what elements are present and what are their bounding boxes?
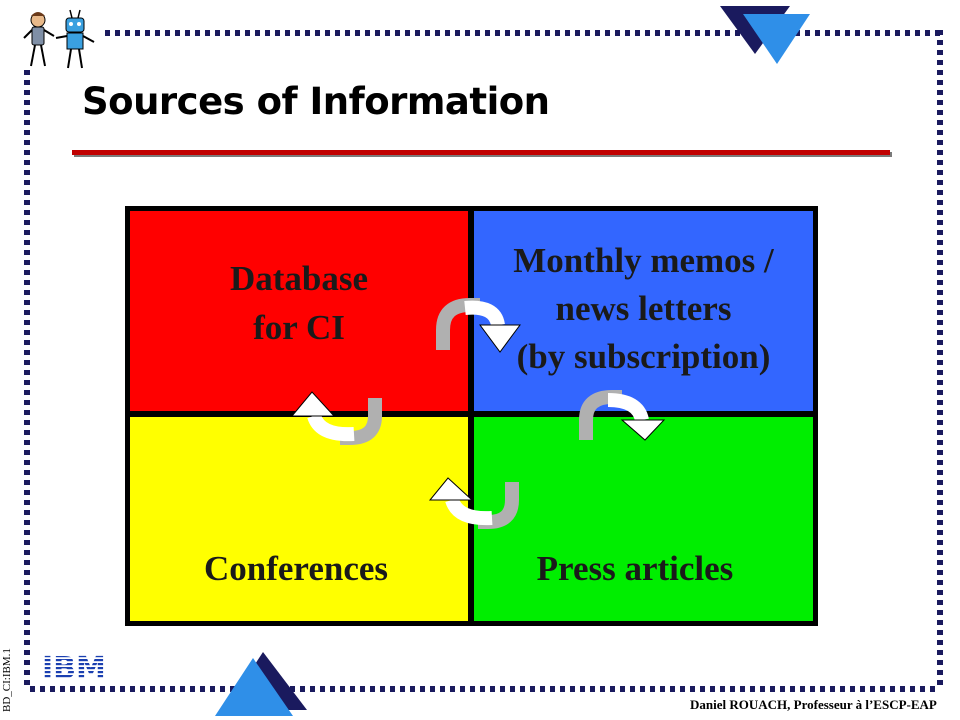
quadrant-database-line-2: for CI bbox=[253, 307, 345, 347]
quadrant-database-line-1: Database bbox=[229, 259, 369, 299]
triangle-icon bbox=[720, 6, 810, 64]
slide-title: Sources of Information bbox=[82, 80, 550, 123]
quadrant-conferences: Conferences bbox=[130, 417, 468, 621]
quadrant-memos: Monthly memos / news letters (by subscri… bbox=[474, 211, 813, 411]
side-code: BD_CI:IBM.1 bbox=[1, 648, 13, 712]
quadrant-conferences-label: Conferences bbox=[203, 548, 389, 588]
dotted-frame-left bbox=[24, 70, 30, 690]
title-underline bbox=[72, 150, 890, 155]
dotted-frame-bottom bbox=[30, 686, 940, 692]
dotted-frame-right bbox=[937, 30, 943, 690]
dotted-frame-top bbox=[105, 30, 940, 36]
quadrant-memos-line-1: Monthly memos / bbox=[513, 240, 774, 280]
sources-grid: Database for CI Monthly memos / news let… bbox=[125, 206, 818, 626]
footer-author: Daniel ROUACH, Professeur à l’ESCP-EAP bbox=[690, 697, 937, 712]
triangle-icon bbox=[215, 652, 307, 716]
quadrant-press: Press articles bbox=[474, 417, 813, 621]
quadrant-database: Database for CI bbox=[130, 211, 468, 411]
quadrant-memos-line-2: news letters bbox=[555, 288, 732, 328]
ibm-logo-icon: IBM bbox=[42, 651, 106, 681]
svg-text:IBM: IBM bbox=[42, 651, 106, 681]
robot-logo-icon bbox=[23, 9, 95, 69]
quadrant-memos-line-3: (by subscription) bbox=[516, 337, 771, 377]
quadrant-press-label: Press articles bbox=[536, 548, 734, 588]
